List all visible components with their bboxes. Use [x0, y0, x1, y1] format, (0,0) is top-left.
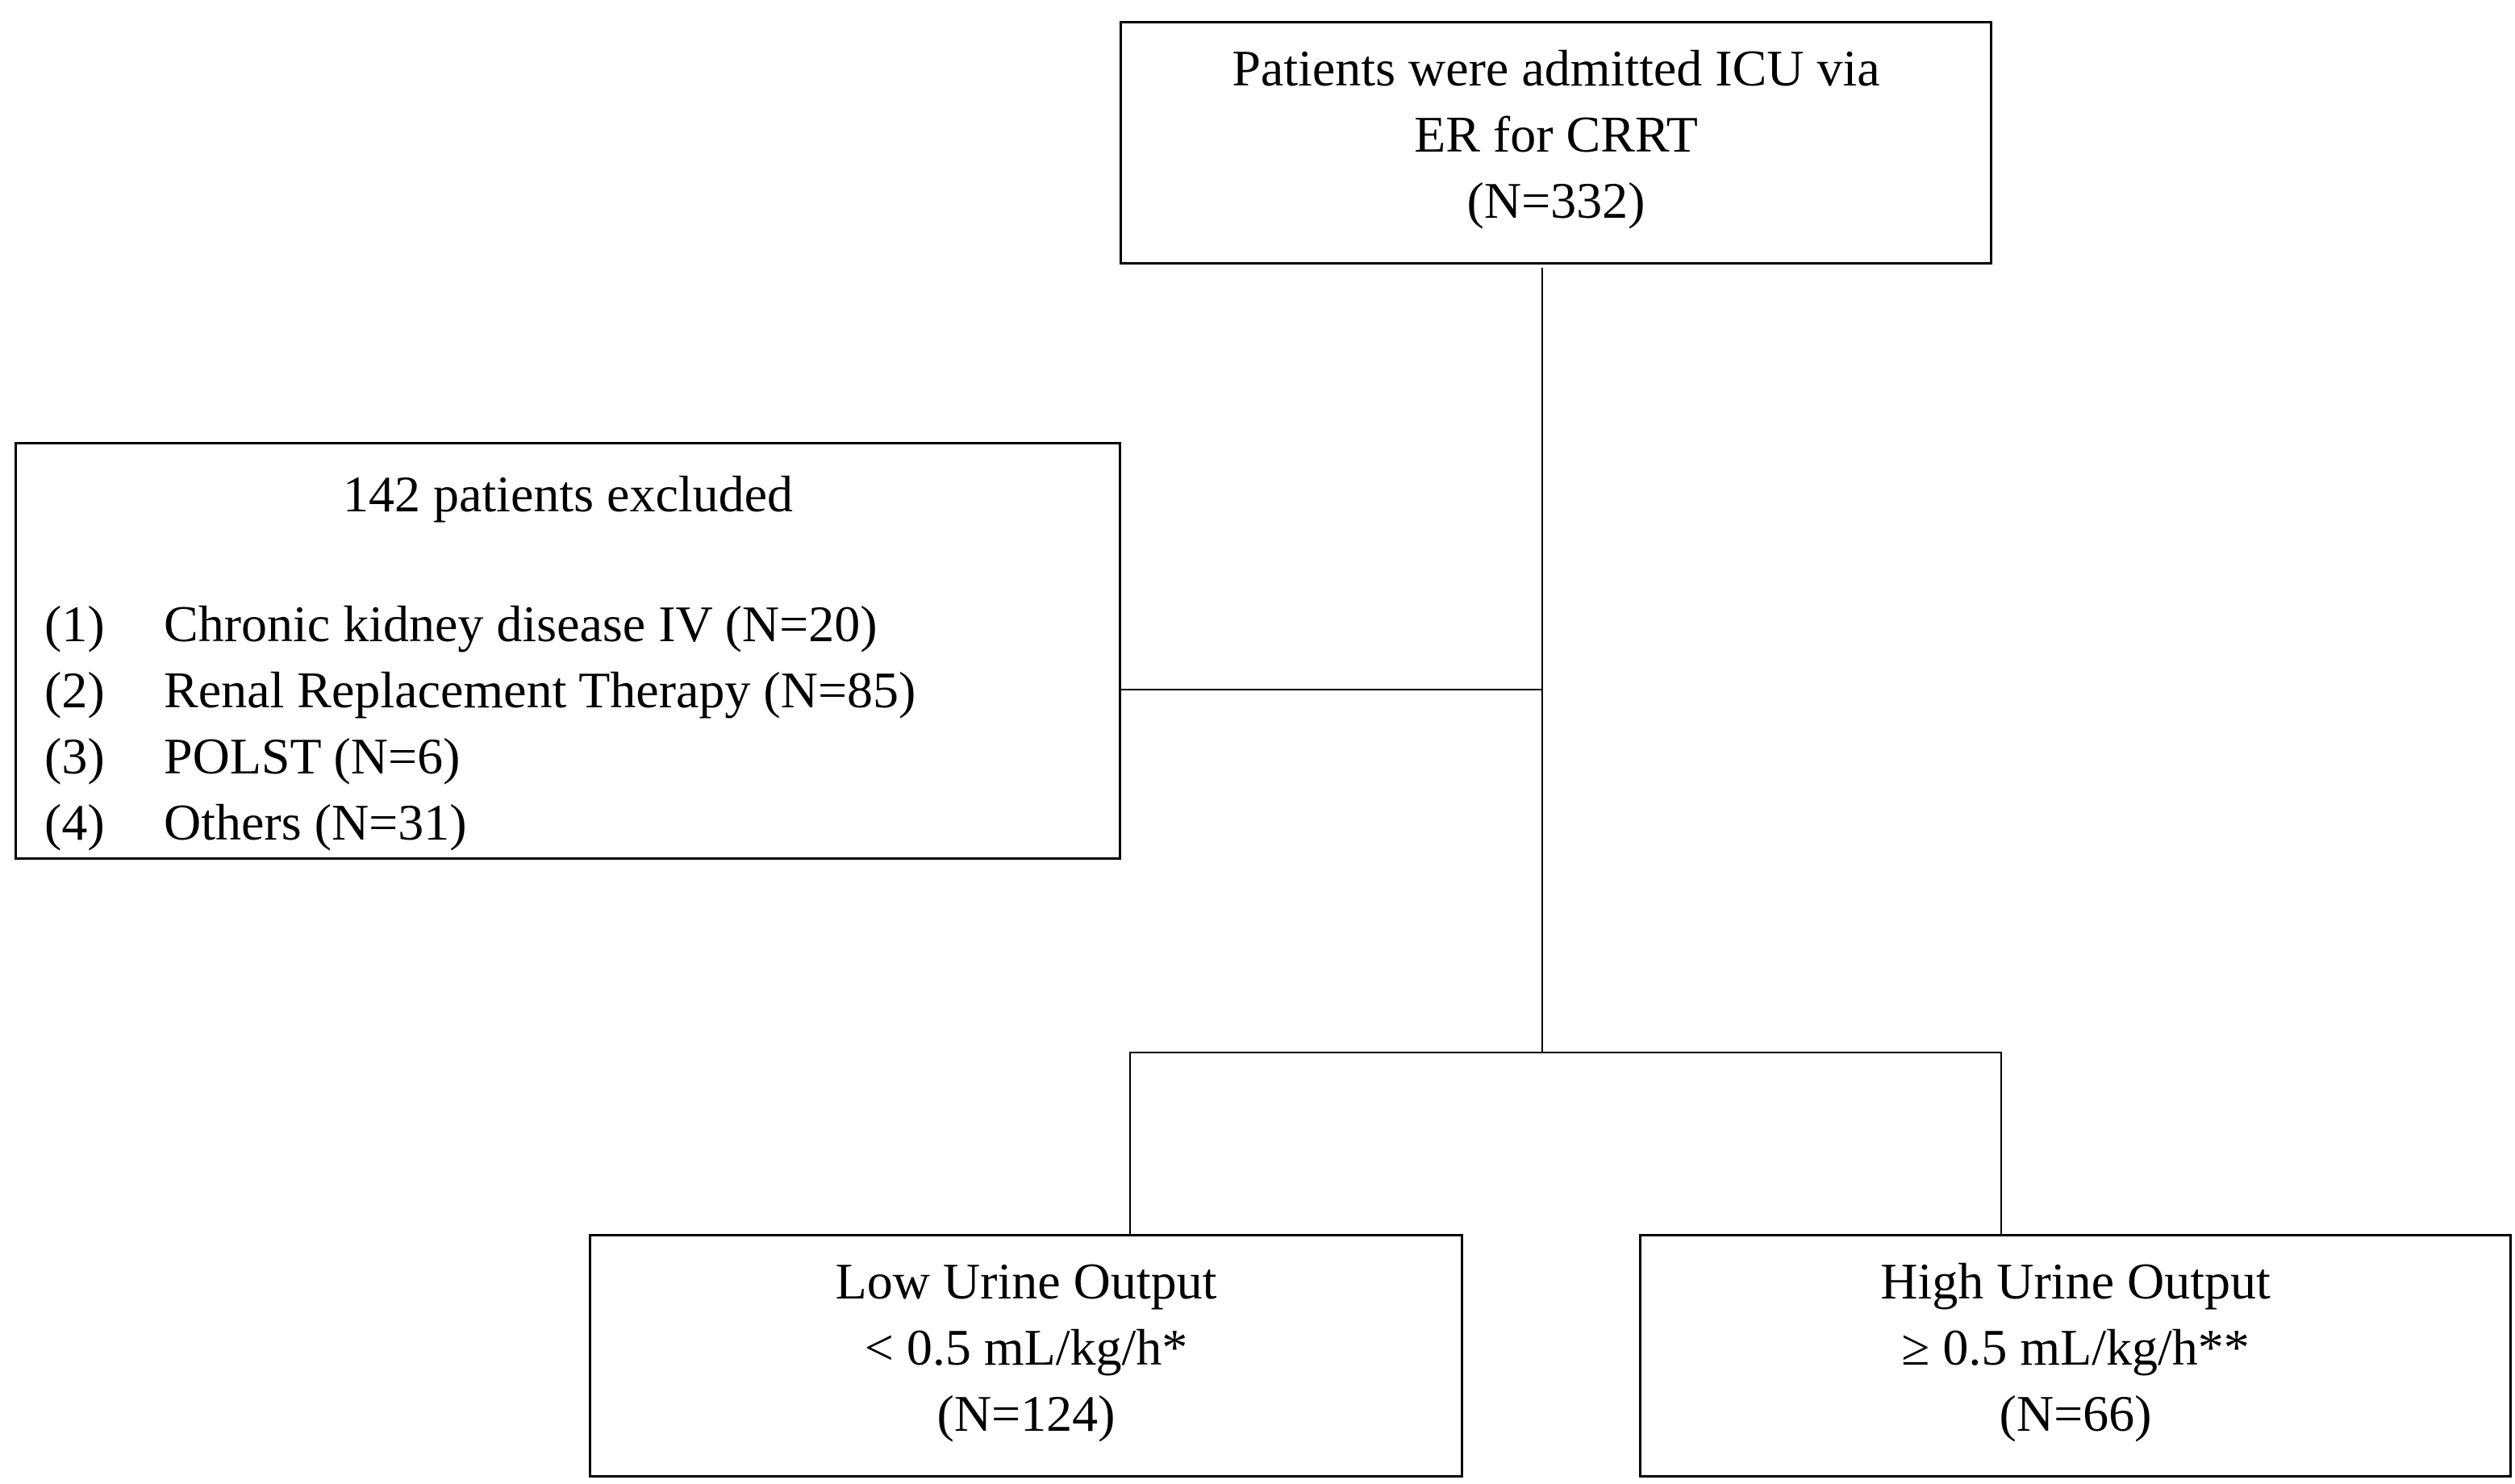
- high-urine-output-count: (N=66): [1999, 1385, 2152, 1442]
- connector-high-vertical: [2000, 1052, 2002, 1236]
- connector-split-horizontal: [1129, 1052, 2002, 1053]
- enrollment-text-line2: ER for CRRT: [1414, 106, 1698, 163]
- exclusion-item-number: (1): [44, 595, 105, 652]
- exclusion-item-number: (2): [44, 661, 105, 719]
- low-urine-output-count: (N=124): [936, 1385, 1116, 1442]
- high-urine-output-threshold: ≥ 0.5 mL/kg/h**: [1901, 1319, 2250, 1376]
- exclusion-title: 142 patients excluded: [342, 465, 794, 523]
- connector-low-vertical: [1129, 1052, 1131, 1236]
- low-urine-output-title: Low Urine Output: [835, 1253, 1217, 1310]
- connector-exclusion-horizontal: [1120, 689, 1543, 690]
- exclusion-item-text: Chronic kidney disease IV (N=20): [164, 595, 878, 652]
- exclusion-item-text: Renal Replacement Therapy (N=85): [164, 661, 916, 719]
- exclusion-item-number: (4): [44, 794, 105, 851]
- high-urine-output-title: High Urine Output: [1880, 1253, 2271, 1310]
- enrollment-count: (N=332): [1466, 172, 1645, 229]
- low-urine-output-threshold: < 0.5 mL/kg/h*: [864, 1319, 1188, 1376]
- high-urine-output-box: High Urine Output ≥ 0.5 mL/kg/h** (N=66): [1639, 1234, 2512, 1478]
- low-urine-output-box: Low Urine Output < 0.5 mL/kg/h* (N=124): [589, 1234, 1463, 1478]
- enrollment-box: Patients were admitted ICU via ER for CR…: [1120, 21, 1992, 265]
- exclusion-box: 142 patients excluded (1) Chronic kidney…: [15, 442, 1121, 860]
- enrollment-text-line1: Patients were admitted ICU via: [1232, 40, 1880, 97]
- connector-main-vertical: [1541, 268, 1543, 1053]
- exclusion-item-text: POLST (N=6): [164, 727, 461, 785]
- exclusion-item-number: (3): [44, 727, 105, 785]
- exclusion-item-text: Others (N=31): [164, 794, 467, 851]
